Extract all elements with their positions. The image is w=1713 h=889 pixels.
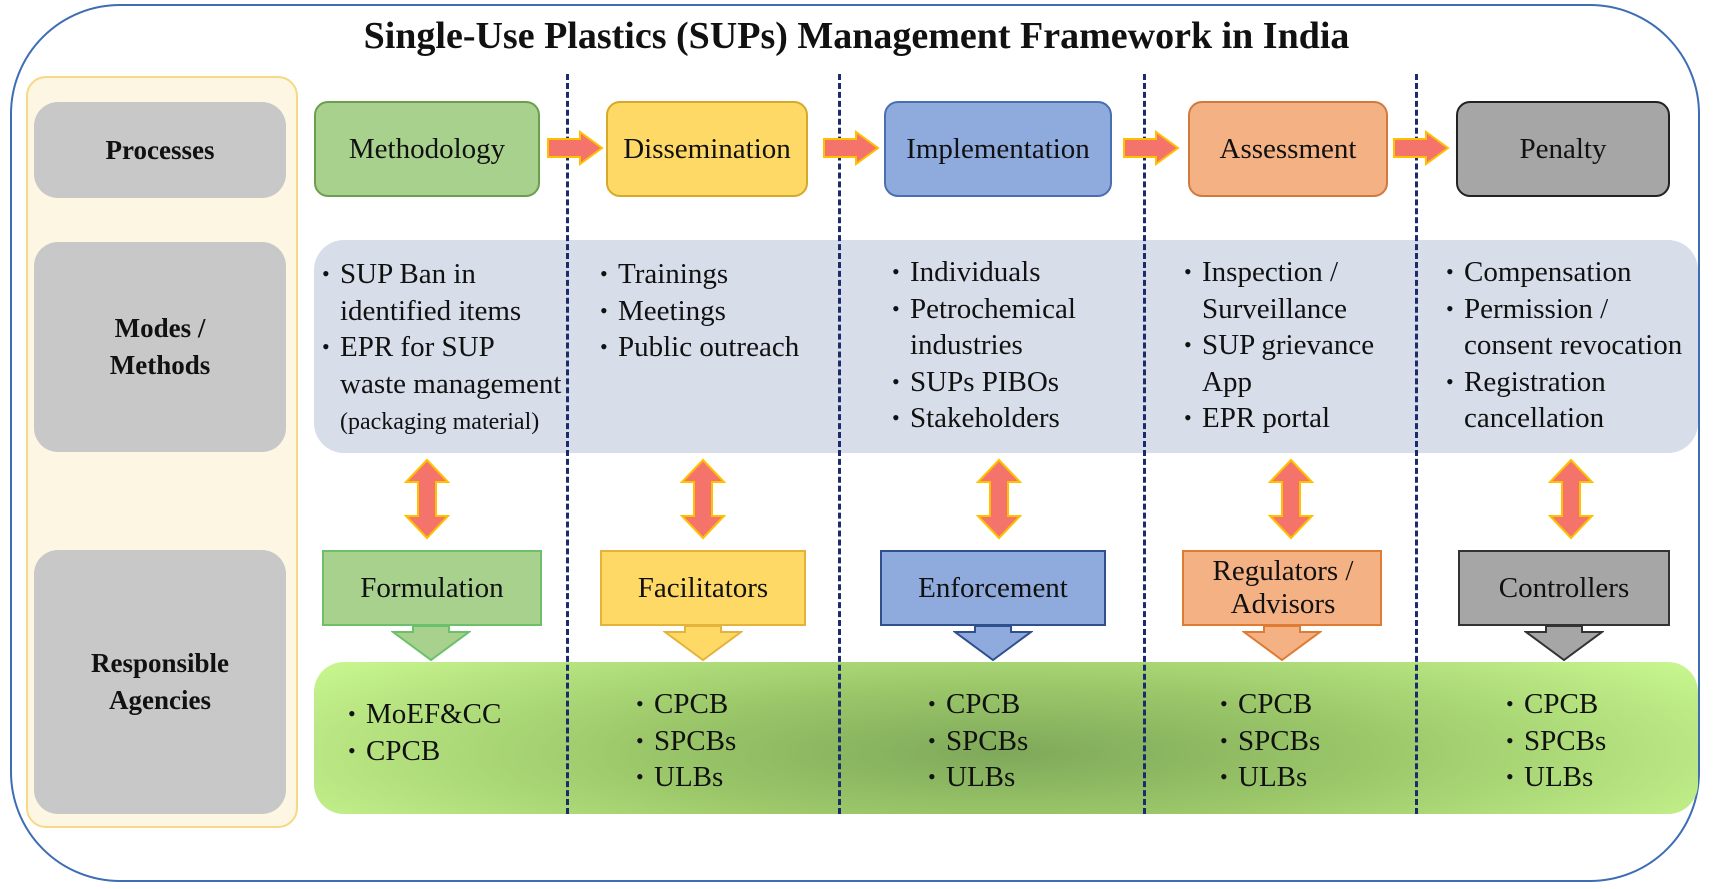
list-item: ULBs <box>1506 759 1606 796</box>
down-arrow-icon <box>1524 626 1604 662</box>
row-label-processes: Processes <box>34 102 286 198</box>
list-item: MoEF&CC <box>348 696 501 733</box>
column-divider <box>1415 74 1418 814</box>
process-box-dissemination: Dissemination <box>606 101 808 197</box>
list-item: CPCB <box>1506 686 1606 723</box>
agency-list-penalty: CPCB SPCBs ULBs <box>1506 686 1606 796</box>
agency-list-assessment: CPCB SPCBs ULBs <box>1220 686 1320 796</box>
double-arrow-icon <box>680 458 726 540</box>
list-item: EPR portal <box>1184 400 1374 437</box>
list-item: Permission /consent revocation <box>1446 291 1682 364</box>
role-box-regulators: Regulators / Advisors <box>1182 550 1382 626</box>
list-item: Individuals <box>892 254 1076 291</box>
down-arrow-icon <box>391 626 471 662</box>
process-box-implementation: Implementation <box>884 101 1112 197</box>
modes-list-dissemination: Trainings Meetings Public outreach <box>600 256 799 366</box>
role-box-facilitators: Facilitators <box>600 550 806 626</box>
list-item: SPCBs <box>1506 723 1606 760</box>
down-arrow-icon <box>663 626 743 662</box>
agency-list-dissemination: CPCB SPCBs ULBs <box>636 686 736 796</box>
agency-list-methodology: MoEF&CC CPCB <box>348 696 501 769</box>
double-arrow-icon <box>404 458 450 540</box>
column-divider <box>566 74 569 814</box>
list-item: ULBs <box>636 759 736 796</box>
double-arrow-icon <box>976 458 1022 540</box>
list-item: CPCB <box>348 733 501 770</box>
packaging-note: (packaging material) <box>340 409 540 435</box>
down-arrow-icon <box>953 626 1033 662</box>
list-item: SPCBs <box>636 723 736 760</box>
double-arrow-icon <box>1548 458 1594 540</box>
flow-arrow-icon <box>1393 130 1450 166</box>
list-item: CPCB <box>928 686 1028 723</box>
agency-list-implementation: CPCB SPCBs ULBs <box>928 686 1028 796</box>
list-item: Public outreach <box>600 329 799 366</box>
column-divider <box>1143 74 1146 814</box>
double-arrow-icon <box>1268 458 1314 540</box>
list-item: Compensation <box>1446 254 1682 291</box>
row-label-agencies: Responsible Agencies <box>34 550 286 814</box>
modes-list-assessment: Inspection /Surveillance SUP grievanceAp… <box>1184 254 1374 437</box>
process-box-methodology: Methodology <box>314 101 540 197</box>
list-item: Meetings <box>600 293 799 330</box>
diagram-title: Single-Use Plastics (SUPs) Management Fr… <box>363 15 1350 57</box>
down-arrow-icon <box>1242 626 1322 662</box>
list-item: SUPs PIBOs <box>892 364 1076 401</box>
list-item: ULBs <box>1220 759 1320 796</box>
list-item: CPCB <box>636 686 736 723</box>
row-label-modes: Modes / Methods <box>34 242 286 452</box>
list-item: ULBs <box>928 759 1028 796</box>
list-item: Trainings <box>600 256 799 293</box>
modes-list-penalty: Compensation Permission /consent revocat… <box>1446 254 1682 437</box>
list-item: SPCBs <box>928 723 1028 760</box>
flow-arrow-icon <box>1123 130 1180 166</box>
role-box-formulation: Formulation <box>322 550 542 626</box>
flow-arrow-icon <box>823 130 880 166</box>
process-box-assessment: Assessment <box>1188 101 1388 197</box>
flow-arrow-icon <box>547 130 604 166</box>
role-box-controllers: Controllers <box>1458 550 1670 626</box>
list-item: SPCBs <box>1220 723 1320 760</box>
list-item: CPCB <box>1220 686 1320 723</box>
list-item: Inspection /Surveillance <box>1184 254 1374 327</box>
role-box-enforcement: Enforcement <box>880 550 1106 626</box>
list-item: Stakeholders <box>892 400 1076 437</box>
process-box-penalty: Penalty <box>1456 101 1670 197</box>
outer-frame <box>10 4 1700 882</box>
column-divider <box>838 74 841 814</box>
